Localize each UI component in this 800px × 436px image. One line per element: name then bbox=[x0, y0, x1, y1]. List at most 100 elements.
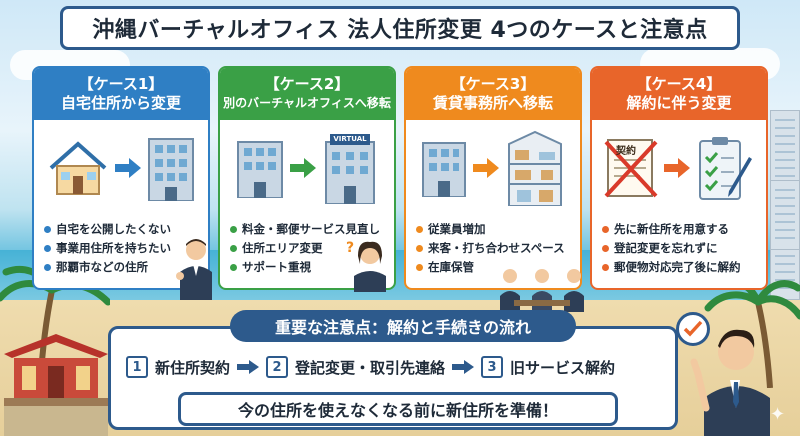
point-text: 自宅を公開したくない bbox=[56, 222, 171, 236]
office-floors-icon bbox=[508, 130, 562, 206]
right-arrow-icon bbox=[473, 158, 499, 178]
office-building-icon bbox=[325, 141, 375, 204]
step-number: 3 bbox=[481, 356, 504, 378]
point-text: 登記変更を忘れずに bbox=[614, 241, 718, 255]
list-item: 料金・郵便サービス見直し bbox=[230, 220, 388, 239]
city-building bbox=[770, 180, 800, 250]
list-item: 来客・打ち合わせスペース bbox=[416, 239, 574, 258]
point-text: 来客・打ち合わせスペース bbox=[428, 241, 565, 255]
bullet-icon bbox=[602, 226, 609, 233]
point-text: サポート重視 bbox=[242, 260, 311, 274]
point-text: 従業員増加 bbox=[428, 222, 486, 236]
case-card-3: 【ケース3】 賃貸事務所へ移転 従業員増加 来客・打ち合わせスペース 在庫保管 bbox=[404, 66, 582, 290]
case-card-header: 【ケース2】 別のバーチャルオフィスへ移転 bbox=[220, 68, 394, 120]
bullet-icon bbox=[230, 264, 237, 271]
bullet-icon bbox=[44, 264, 51, 271]
bullet-icon bbox=[44, 226, 51, 233]
contract-crossed-icon bbox=[604, 139, 658, 198]
case-label: 【ケース2】 bbox=[264, 75, 350, 93]
right-arrow-icon bbox=[290, 158, 316, 178]
point-text: 郵便物対応完了後に解約 bbox=[614, 260, 741, 274]
case-title: 解約に伴う変更 bbox=[626, 94, 732, 112]
bullet-icon bbox=[230, 245, 237, 252]
case-card-4: 【ケース4】 解約に伴う変更 契約 先に新住所を用意する 登記変更を忘れずに 郵… bbox=[590, 66, 768, 290]
flow-steps: 1 新住所契約 2 登記変更・取引先連絡 3 旧サービス解約 bbox=[126, 352, 666, 382]
case-card-header: 【ケース1】 自宅住所から変更 bbox=[34, 68, 208, 120]
point-text: 在庫保管 bbox=[428, 260, 474, 274]
right-arrow-icon bbox=[452, 360, 475, 374]
step-label: 登記変更・取引先連絡 bbox=[295, 358, 446, 377]
case-label: 【ケース3】 bbox=[450, 75, 536, 93]
office-building-icon bbox=[148, 138, 194, 201]
sparkle-icon: ✦ bbox=[770, 404, 786, 425]
flow-step-1: 1 新住所契約 bbox=[126, 356, 230, 378]
bullet-icon bbox=[230, 226, 237, 233]
case-title: 別のバーチャルオフィスへ移転 bbox=[223, 96, 391, 110]
flow-step-3: 3 旧サービス解約 bbox=[481, 356, 615, 378]
right-arrow-icon bbox=[115, 158, 141, 178]
case-points: 先に新住所を用意する 登記変更を忘れずに 郵便物対応完了後に解約 bbox=[592, 216, 766, 277]
case-label: 【ケース4】 bbox=[636, 75, 722, 93]
businessman-thumbs-up-icon bbox=[176, 239, 212, 300]
case-points: 自宅を公開したくない 事業用住所を持ちたい 那覇市などの住所 bbox=[34, 216, 208, 277]
case-points: 従業員増加 来客・打ち合わせスペース 在庫保管 bbox=[406, 216, 580, 277]
right-arrow-icon bbox=[237, 360, 260, 374]
list-item: 登記変更を忘れずに bbox=[602, 239, 760, 258]
bullet-icon bbox=[44, 245, 51, 252]
office-building-icon bbox=[237, 141, 283, 198]
checkmark-icon bbox=[683, 320, 703, 337]
svg-text:?: ? bbox=[346, 240, 354, 256]
office-building-icon bbox=[422, 142, 466, 197]
checklist-icon bbox=[699, 137, 752, 200]
point-text: 料金・郵便サービス見直し bbox=[242, 222, 380, 236]
case-illustration: VIRTUAL bbox=[220, 120, 394, 216]
house-icon bbox=[49, 141, 107, 195]
flow-heading: 重要な注意点：解約と手続きの流れ bbox=[230, 310, 576, 342]
virtual-sign: VIRTUAL bbox=[330, 134, 370, 145]
list-item: 那覇市などの住所 bbox=[44, 258, 202, 277]
bullet-icon bbox=[416, 264, 423, 271]
case-illustration bbox=[406, 120, 580, 216]
step-label: 新住所契約 bbox=[155, 358, 231, 377]
businessman-pointing-icon bbox=[690, 329, 770, 436]
case-points: 料金・郵便サービス見直し 住所エリア変更 サポート重視 bbox=[220, 216, 394, 277]
title-banner: 沖縄バーチャルオフィス 法人住所変更 4つのケースと注意点 bbox=[60, 6, 740, 50]
meeting-people-icon bbox=[500, 269, 584, 312]
list-item: 在庫保管 bbox=[416, 258, 574, 277]
warning-banner: 今の住所を使えなくなる前に新住所を準備！ bbox=[178, 392, 618, 426]
case-illustration: 契約 bbox=[592, 120, 766, 216]
point-text: 那覇市などの住所 bbox=[56, 260, 148, 274]
case-label: 【ケース1】 bbox=[78, 75, 164, 93]
case-illustration bbox=[34, 120, 208, 216]
page-title: 沖縄バーチャルオフィス 法人住所変更 4つのケースと注意点 bbox=[92, 18, 708, 43]
right-arrow-icon bbox=[664, 158, 690, 178]
step-label: 旧サービス解約 bbox=[510, 358, 616, 377]
list-item: 郵便物対応完了後に解約 bbox=[602, 258, 760, 277]
shrine-icon bbox=[4, 334, 108, 436]
case-title: 賃貸事務所へ移転 bbox=[432, 94, 553, 112]
point-text: 住所エリア変更 bbox=[242, 241, 323, 255]
step-number: 1 bbox=[126, 356, 148, 378]
list-item: 住所エリア変更 bbox=[230, 239, 388, 258]
list-item: 事業用住所を持ちたい bbox=[44, 239, 202, 258]
case-card-header: 【ケース4】 解約に伴う変更 bbox=[592, 68, 766, 120]
bullet-icon bbox=[416, 226, 423, 233]
flow-step-2: 2 登記変更・取引先連絡 bbox=[266, 356, 445, 378]
bullet-icon bbox=[602, 245, 609, 252]
checkmark-badge bbox=[676, 312, 710, 346]
point-text: 事業用住所を持ちたい bbox=[56, 241, 171, 255]
contract-label: 契約 bbox=[616, 146, 636, 157]
step-number: 2 bbox=[266, 356, 289, 378]
list-item: 先に新住所を用意する bbox=[602, 220, 760, 239]
contract-document: 契約 bbox=[604, 136, 658, 200]
point-text: 先に新住所を用意する bbox=[614, 222, 729, 236]
virtual-office-building: VIRTUAL bbox=[322, 132, 378, 204]
businesswoman-question-icon: ? bbox=[346, 240, 386, 292]
list-item: 自宅を公開したくない bbox=[44, 220, 202, 239]
case-title: 自宅住所から変更 bbox=[60, 94, 181, 112]
bullet-icon bbox=[416, 245, 423, 252]
case-card-1: 【ケース1】 自宅住所から変更 自宅を公開したくない 事業用住所を持ちたい 那覇… bbox=[32, 66, 210, 290]
list-item: 従業員増加 bbox=[416, 220, 574, 239]
case-card-header: 【ケース3】 賃貸事務所へ移転 bbox=[406, 68, 580, 120]
list-item: サポート重視 bbox=[230, 258, 388, 277]
